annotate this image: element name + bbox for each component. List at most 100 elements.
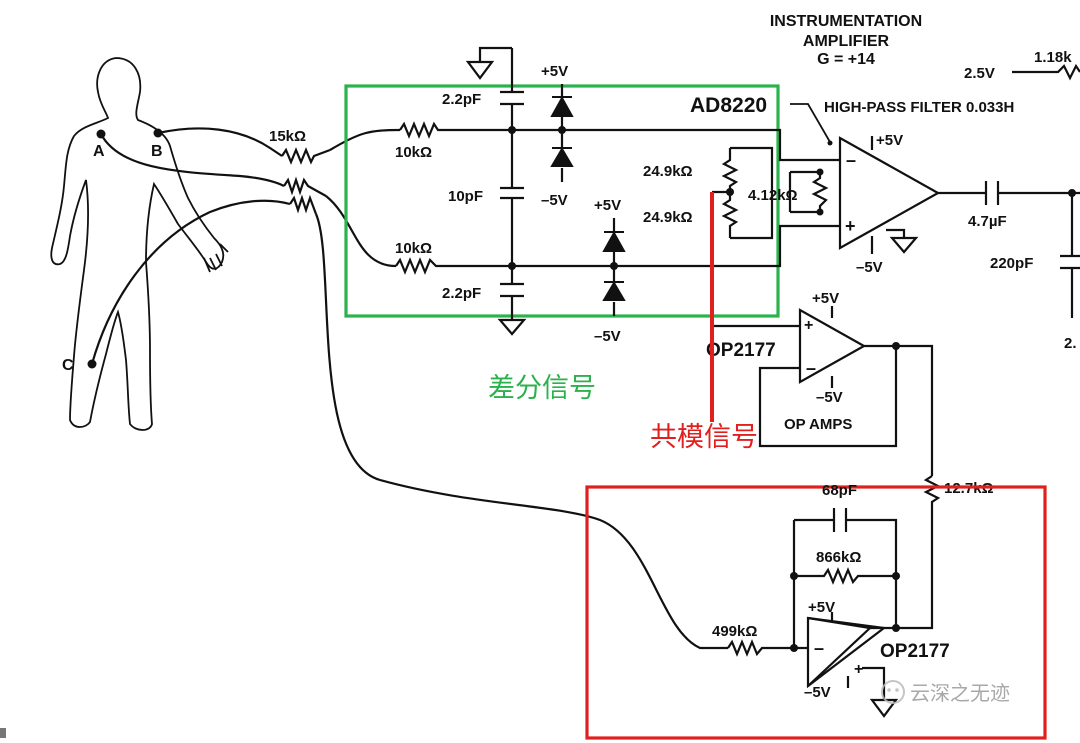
resistor-lead-c: [289, 194, 318, 215]
drl-plus-sign: +: [854, 661, 863, 678]
label-right-edge-2: 2.: [1064, 335, 1077, 352]
title-line1: INSTRUMENTATION: [770, 13, 922, 30]
wire-top-input: [329, 128, 401, 151]
label-10k-bottom: 10kΩ: [395, 240, 432, 257]
label-2-2pf-top: 2.2pF: [442, 91, 481, 108]
buffer-triangle: [798, 308, 867, 384]
diode-bottom-lower-icon: [602, 281, 626, 301]
drl-fb-verticals: [792, 576, 934, 648]
label-68pf: 68pF: [822, 482, 857, 499]
ground-bottom-icon: [497, 318, 527, 336]
lead-wire-c: [90, 199, 291, 365]
resistor-499k: [727, 639, 808, 657]
bridge-frame: [730, 146, 774, 240]
drl-triangle: [806, 616, 887, 689]
node-gain-top: [816, 168, 824, 176]
drl-part-label: OP2177: [880, 641, 950, 662]
rail-top: [512, 128, 840, 162]
resistor-24-9k-top: [721, 148, 739, 192]
electrode-b-label: B: [151, 143, 163, 160]
inamp-part-label: AD8220: [690, 94, 767, 117]
common-mode-signal-box: [585, 485, 1047, 740]
drl-minus-sign: –: [814, 638, 824, 658]
label-10k-top: 10kΩ: [395, 144, 432, 161]
ground-top-wire: [478, 46, 512, 62]
node-gain-bottom: [816, 208, 824, 216]
buffer-minus-sign: –: [806, 358, 816, 378]
label-4-7uf: 4.7µF: [968, 213, 1007, 230]
label-drl-pos: +5V: [808, 599, 835, 616]
label-buffer-neg: –5V: [816, 389, 843, 406]
label-diode-top-neg: –5V: [541, 192, 568, 209]
label-2-2pf-bottom: 2.2pF: [442, 285, 481, 302]
diode-top-lower-icon: [550, 147, 574, 167]
label-diode-top-pos: +5V: [541, 63, 568, 80]
node-buffer-out: [892, 342, 900, 350]
node-bottom-cap: [508, 262, 516, 270]
drl-feedback-cap-wire: [792, 518, 898, 576]
title-line3: G = +14: [817, 51, 875, 68]
op-amps-caption: OP AMPS: [784, 416, 852, 433]
label-2-5v: 2.5V: [964, 65, 995, 82]
inamp-triangle: [838, 136, 941, 250]
lead-wire-a: [100, 133, 285, 187]
label-inamp-pos: +5V: [876, 132, 903, 149]
label-24-9k-top: 24.9kΩ: [643, 163, 693, 180]
label-15k: 15kΩ: [269, 128, 306, 145]
drl-supply-wires: [830, 612, 886, 700]
common-mode-signal-label: 共模信号: [650, 422, 758, 453]
left-hand-fingers: [203, 243, 229, 273]
ref-2-5v-wire: [1012, 63, 1080, 81]
inamp-plus-sign: +: [845, 216, 856, 236]
label-diode-bottom-neg: –5V: [594, 328, 621, 345]
resistor-15k: [281, 147, 331, 165]
node-bridge-mid: [726, 188, 734, 196]
corner-mark: [0, 728, 6, 738]
human-body-outline: [50, 57, 225, 431]
drl-triangle-fix: [807, 616, 873, 687]
buffer-plus-sign: +: [804, 317, 813, 334]
buffer-wires: [712, 306, 934, 476]
ground-inamp-icon: [889, 236, 919, 254]
differential-signal-label: 差分信号: [488, 373, 596, 404]
lead-wire-drl: [314, 213, 728, 650]
diode-bottom-upper-icon: [602, 230, 626, 252]
resistor-866k: [794, 567, 896, 585]
label-drl-neg: –5V: [804, 684, 831, 701]
resistor-10k-top: [399, 121, 512, 139]
label-220pf: 220pF: [990, 255, 1033, 272]
label-10pf: 10pF: [448, 188, 483, 205]
watermark: 云深之无迹: [881, 680, 1010, 705]
inamp-supply-wires: [870, 136, 906, 254]
label-inamp-neg: –5V: [856, 259, 883, 276]
ground-top-icon: [465, 60, 495, 80]
title-line2: AMPLIFIER: [803, 33, 890, 50]
ground-drl-icon: [869, 698, 899, 718]
node-top-cap: [508, 126, 516, 134]
electrode-c-label: C: [62, 357, 74, 374]
lead-wire-b: [157, 127, 283, 157]
rail-bottom: [512, 224, 840, 268]
label-1-18k: 1.18k: [1034, 49, 1072, 66]
wire-bottom-input: [325, 195, 397, 268]
filter-label: HIGH-PASS FILTER 0.033H: [824, 99, 1014, 116]
resistor-12-7k: [923, 475, 941, 612]
label-buffer-pos: +5V: [812, 290, 839, 307]
label-24-9k-bottom: 24.9kΩ: [643, 209, 693, 226]
diode-top-upper-icon: [550, 95, 574, 117]
node-diode-bottom: [610, 262, 618, 270]
watermark-text: 云深之无迹: [910, 681, 1010, 705]
node-drl-in: [790, 644, 798, 652]
watermark-logo-icon: [881, 680, 905, 704]
electrode-a-label: A: [93, 143, 105, 160]
gain-resistor-wire: [788, 170, 820, 214]
label-866k: 866kΩ: [816, 549, 861, 566]
inamp-leader-line: [790, 103, 831, 143]
node-diode-top: [558, 126, 566, 134]
node-drl-out: [892, 624, 900, 632]
inamp-minus-sign: –: [846, 150, 856, 170]
resistor-24-9k-bottom: [721, 192, 739, 238]
label-diode-bottom-pos: +5V: [594, 197, 621, 214]
